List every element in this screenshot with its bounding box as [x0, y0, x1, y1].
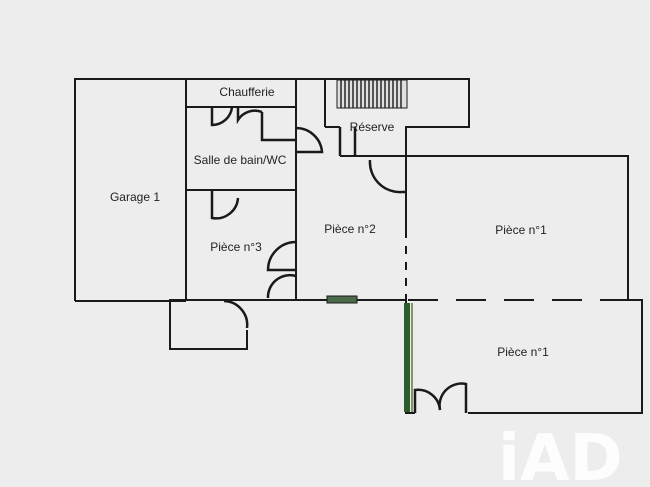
stairs-icon: [336, 79, 408, 109]
lower-room-outer-wall: [468, 299, 643, 414]
reserve-door-frame: [338, 127, 357, 156]
door-lower-right-icon: [438, 382, 468, 413]
door-room3b-icon: [266, 273, 297, 299]
outer-wall-right-upper: [406, 155, 629, 300]
outer-wall-top: [74, 78, 470, 301]
door-room2-top-icon: [295, 126, 324, 154]
bathroom-partition: [260, 112, 296, 142]
label-reserve: Réserve: [350, 120, 395, 134]
door-chaufferie2-icon: [236, 107, 263, 125]
door-bathroom-icon: [210, 190, 240, 220]
annex-walls: [169, 299, 248, 350]
label-garage: Garage 1: [110, 190, 160, 204]
door-room3-icon: [266, 240, 297, 272]
label-piece-3: Pièce n°3: [210, 240, 262, 254]
doors: [210, 106, 468, 413]
label-piece-1-bottom: Pièce n°1: [497, 345, 549, 359]
door-annex-icon: [223, 299, 249, 329]
label-piece-2: Pièce n°2: [324, 222, 376, 236]
iad-logo-watermark: iAD: [498, 422, 623, 487]
label-chaufferie: Chaufferie: [219, 85, 274, 99]
walls: [74, 78, 643, 414]
door-chaufferie-icon: [210, 106, 234, 127]
window-icon: [326, 295, 358, 304]
door-room1-icon: [368, 159, 406, 194]
label-salle-de-bain: Salle de bain/WC: [194, 153, 287, 167]
label-piece-1-top: Pièce n°1: [495, 223, 547, 237]
